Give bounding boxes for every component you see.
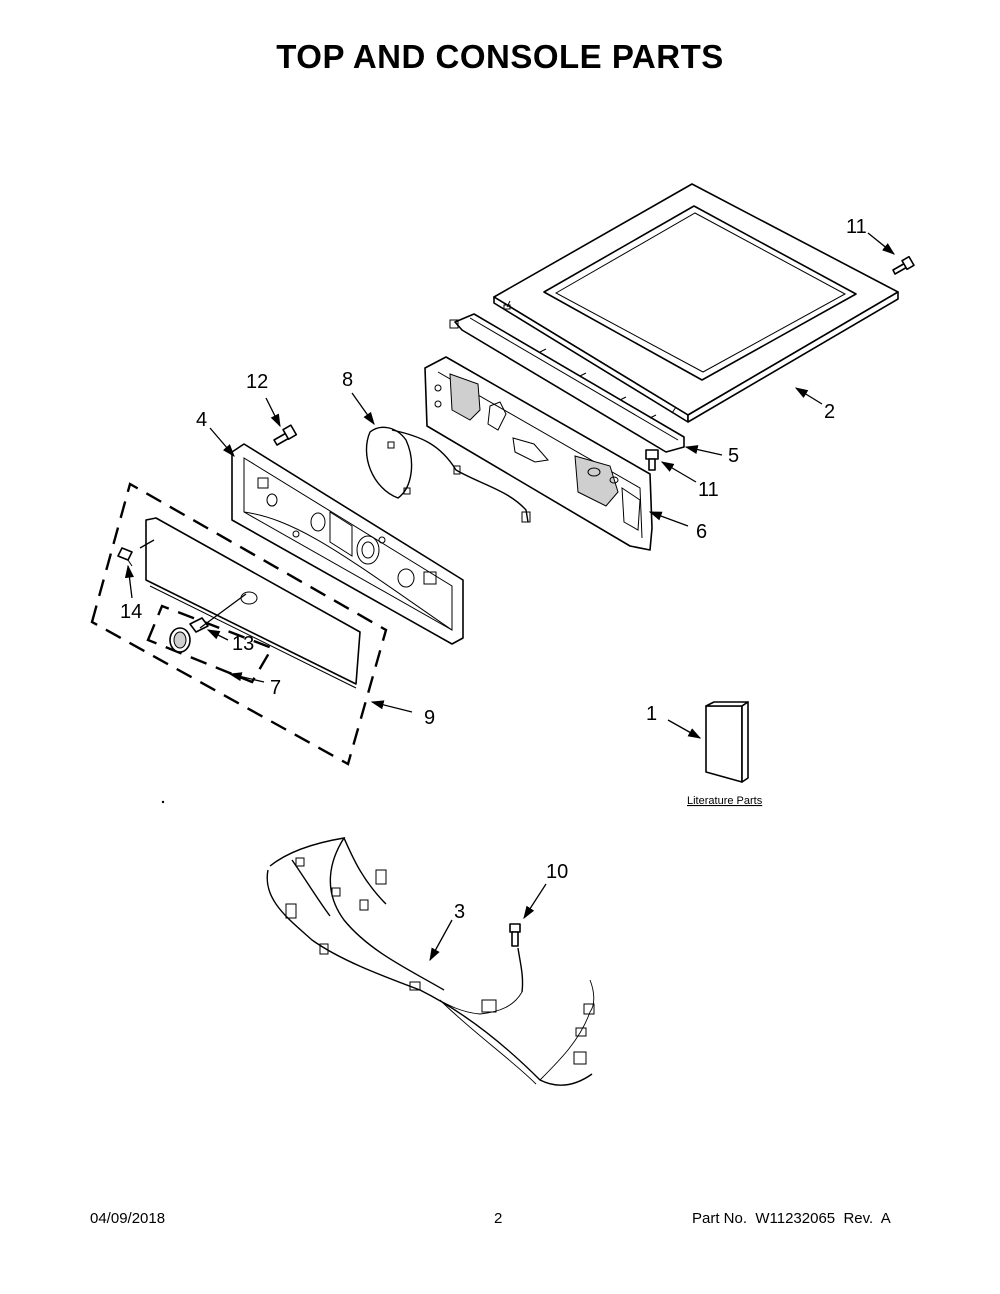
callout-7: 7 xyxy=(270,677,281,699)
footer-date: 04/09/2018 xyxy=(90,1210,166,1227)
footer-page-number: 2 xyxy=(494,1210,503,1227)
literature-part-1[interactable] xyxy=(705,701,749,783)
page-title: TOP AND CONSOLE PARTS xyxy=(276,38,724,75)
callout-6: 6 xyxy=(696,521,707,543)
callout-2: 2 xyxy=(824,401,835,423)
footer-part-number: Part No. W11232065 Rev. A xyxy=(692,1210,891,1227)
knob-part-13[interactable] xyxy=(169,617,209,653)
callout-1: 1 xyxy=(646,703,657,725)
callout-8: 8 xyxy=(342,369,353,391)
callout-4: 4 xyxy=(196,409,207,431)
console-back-panel-part-6[interactable] xyxy=(424,356,653,551)
callout-12: 12 xyxy=(246,371,268,393)
top-panel-part-2[interactable] xyxy=(493,183,899,423)
console-overlay-kit-part-9[interactable] xyxy=(90,482,388,766)
callout-3: 3 xyxy=(454,901,465,923)
callout-9: 9 xyxy=(424,707,435,729)
literature-parts-caption: Literature Parts xyxy=(687,795,763,807)
console-panel-part-4[interactable] xyxy=(231,443,464,645)
callout-10: 10 xyxy=(546,861,568,883)
main-wire-harness-part-3[interactable] xyxy=(266,837,595,1086)
leader-arrows xyxy=(124,232,896,962)
top-bracket-part-5[interactable] xyxy=(449,313,685,453)
callout-13: 13 xyxy=(232,633,254,655)
callout-5: 5 xyxy=(728,445,739,467)
knob-kit-part-7[interactable] xyxy=(145,517,361,689)
clip-part-14[interactable] xyxy=(117,547,133,567)
callout-11-top: 11 xyxy=(846,216,867,238)
ground-screw-part-10[interactable] xyxy=(509,923,521,947)
console-wire-harness-part-8[interactable] xyxy=(365,426,531,523)
screw-part-12[interactable] xyxy=(273,424,298,446)
screw-part-11-top[interactable] xyxy=(892,255,915,275)
callout-11-bracket: 11 xyxy=(698,479,719,501)
screw-part-11-bracket[interactable] xyxy=(645,449,659,471)
callout-14: 14 xyxy=(120,601,142,623)
